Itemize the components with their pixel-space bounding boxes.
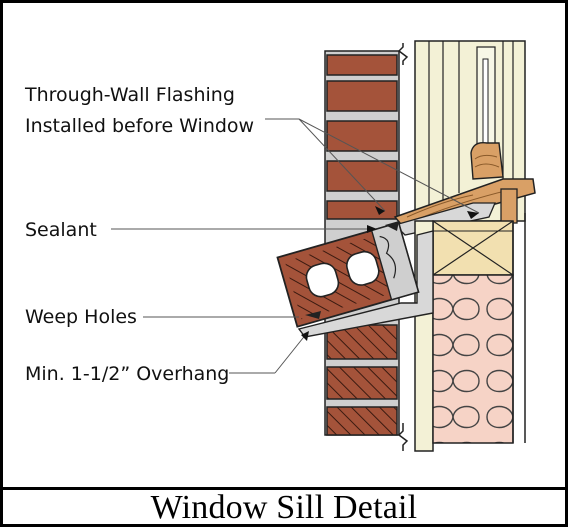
label-sealant: Sealant [25, 219, 97, 241]
diagram-title: Window Sill Detail [150, 489, 418, 526]
label-flashing-line2: Installed before Window [25, 115, 254, 137]
header-block [432, 220, 514, 276]
label-overhang: Min. 1-1/2” Overhang [25, 363, 229, 385]
lower-bricks [326, 324, 398, 436]
window-sill-diagram: Through-Wall Flashing Installed before W… [24, 40, 536, 452]
leader-lines [111, 118, 480, 374]
label-weep-holes: Weep Holes [25, 306, 137, 328]
title-bar: Window Sill Detail [3, 487, 565, 526]
leader-arrowheads [301, 206, 479, 341]
rowlock-brick-sill [276, 221, 434, 338]
label-flashing-line1: Through-Wall Flashing [24, 84, 235, 106]
